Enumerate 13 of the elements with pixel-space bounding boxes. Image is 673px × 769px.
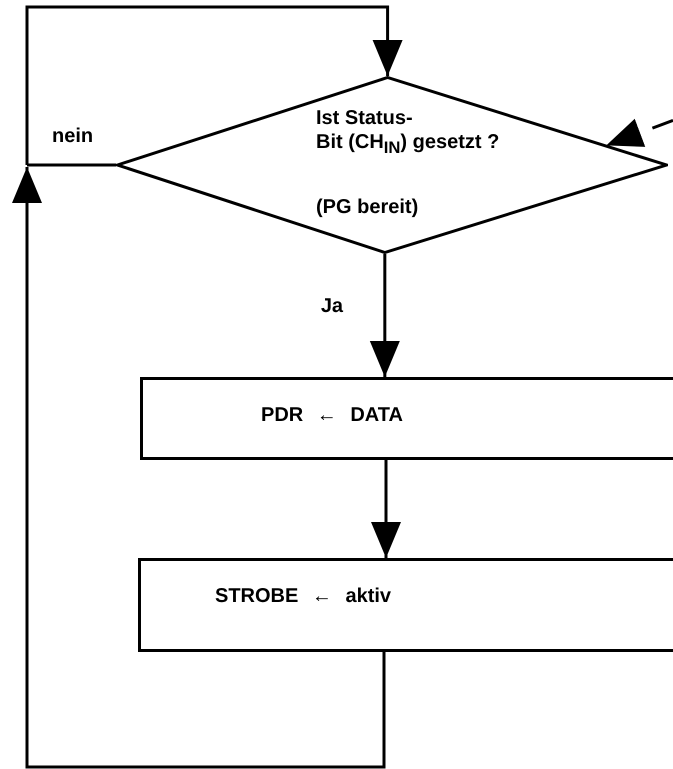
decision-question: Ist Status- Bit (CH$_{IN}$) gesetzt ? xyxy=(316,106,500,158)
process-text: STROBE ← aktiv xyxy=(215,584,392,608)
arrow xyxy=(370,254,400,377)
decision-note: (PG bereit) xyxy=(316,195,418,219)
process-box xyxy=(140,377,673,460)
arrow xyxy=(12,167,386,768)
process-box xyxy=(138,558,673,652)
decision-diamond xyxy=(116,76,668,254)
connector-line xyxy=(27,164,116,166)
process-text: PDR ← DATA xyxy=(261,403,403,427)
arrow xyxy=(606,118,673,147)
arrow xyxy=(371,460,401,558)
arrow xyxy=(26,6,403,165)
